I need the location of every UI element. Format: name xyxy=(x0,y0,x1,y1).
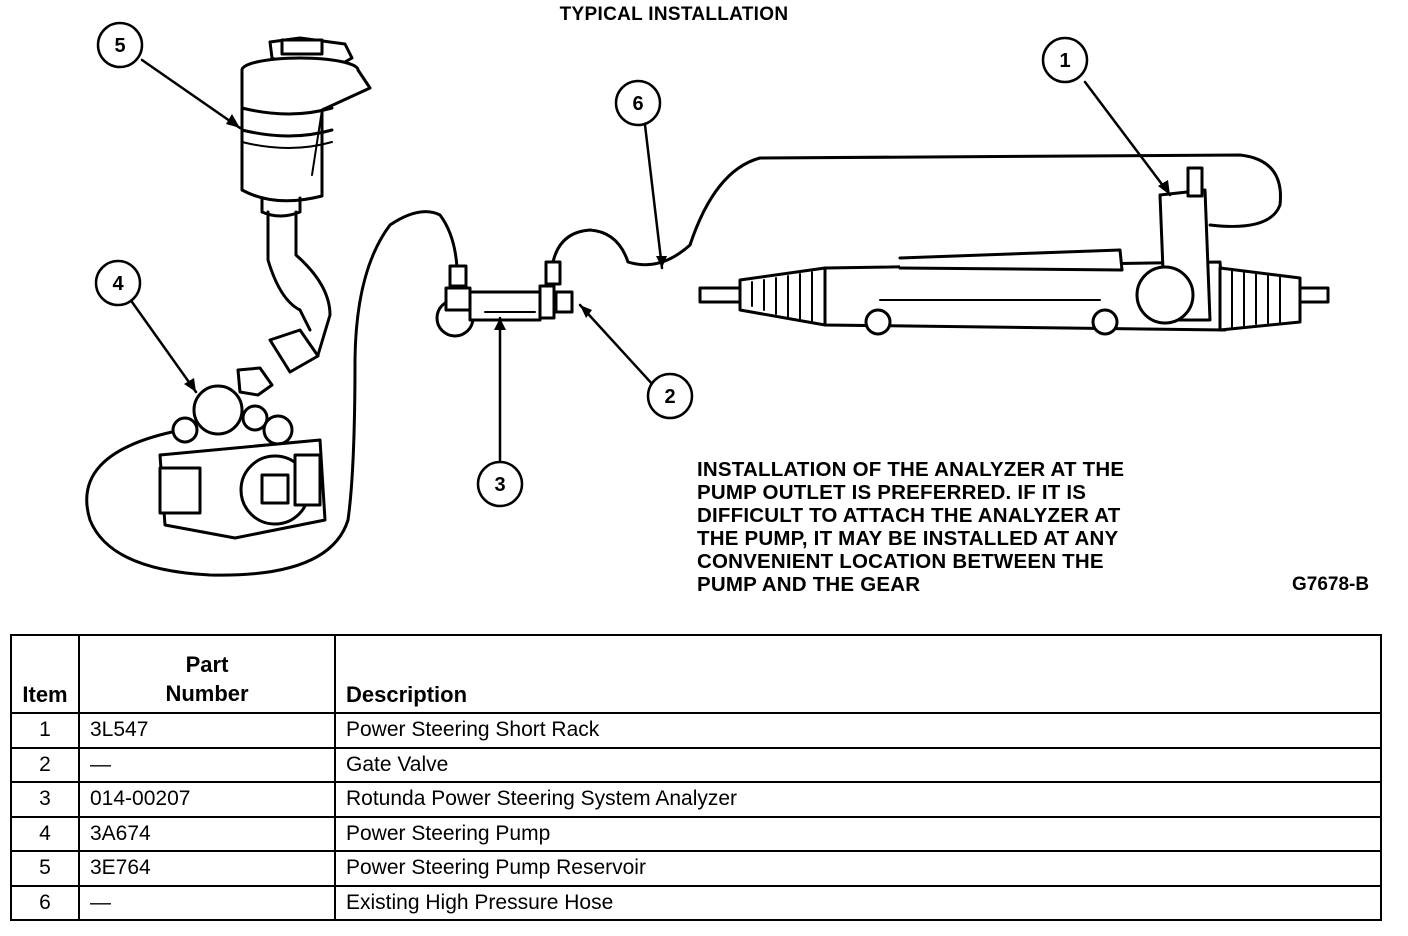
parts-table: Item Part Number Description 1 3L547 Pow… xyxy=(10,634,1382,921)
page-title: TYPICAL INSTALLATION xyxy=(559,4,789,25)
callout-label: 6 xyxy=(632,93,643,115)
callout-2: 2 xyxy=(646,372,694,420)
cell-description: Power Steering Pump Reservoir xyxy=(334,850,1382,887)
rack-drawing xyxy=(698,166,1330,336)
cell-item: 4 xyxy=(10,815,80,852)
installation-diagram: 1 2 3 4 5 6 xyxy=(85,21,1330,577)
callout-label: 5 xyxy=(114,35,125,57)
header-part-number: Part Number xyxy=(78,634,336,714)
callout-label: 2 xyxy=(664,386,675,408)
cell-item: 1 xyxy=(10,712,80,749)
callout-3: 3 xyxy=(476,460,524,508)
callout-1: 1 xyxy=(1041,36,1089,84)
table-row: 5 3E764 Power Steering Pump Reservoir xyxy=(10,850,1382,887)
cell-description: Existing High Pressure Hose xyxy=(334,884,1382,921)
table-row: 3 014-00207 Rotunda Power Steering Syste… xyxy=(10,781,1382,818)
cell-description: Gate Valve xyxy=(334,746,1382,783)
figure-id: G7678-B xyxy=(1292,574,1370,595)
cell-item: 5 xyxy=(10,850,80,887)
table-row: 1 3L547 Power Steering Short Rack xyxy=(10,712,1382,749)
callout-label: 1 xyxy=(1059,50,1070,72)
table-row: 6 — Existing High Pressure Hose xyxy=(10,884,1382,921)
table-row: 4 3A674 Power Steering Pump xyxy=(10,815,1382,852)
cell-part-number: — xyxy=(78,746,336,783)
cell-item: 3 xyxy=(10,781,80,818)
cell-part-number: 014-00207 xyxy=(78,781,336,818)
cell-description: Rotunda Power Steering System Analyzer xyxy=(334,781,1382,818)
callout-4: 4 xyxy=(94,259,142,307)
pump-drawing xyxy=(158,328,327,540)
callout-5: 5 xyxy=(96,21,144,69)
cell-part-number: 3A674 xyxy=(78,815,336,852)
callout-label: 4 xyxy=(112,273,124,295)
callout-6: 6 xyxy=(614,79,662,127)
callout-label: 3 xyxy=(494,474,505,496)
installation-note: INSTALLATION OF THE ANALYZER AT THE PUMP… xyxy=(697,458,1125,596)
cell-description: Power Steering Pump xyxy=(334,815,1382,852)
cell-part-number: 3L547 xyxy=(78,712,336,749)
header-item: Item xyxy=(10,634,80,714)
cell-item: 2 xyxy=(10,746,80,783)
cell-item: 6 xyxy=(10,884,80,921)
cell-description: Power Steering Short Rack xyxy=(334,712,1382,749)
table-header-row: Item Part Number Description xyxy=(10,634,1382,714)
cell-part-number: — xyxy=(78,884,336,921)
cell-part-number: 3E764 xyxy=(78,850,336,887)
reservoir-drawing xyxy=(240,36,372,218)
header-description: Description xyxy=(334,634,1382,714)
analyzer-drawing xyxy=(435,260,574,338)
table-row: 2 — Gate Valve xyxy=(10,746,1382,783)
